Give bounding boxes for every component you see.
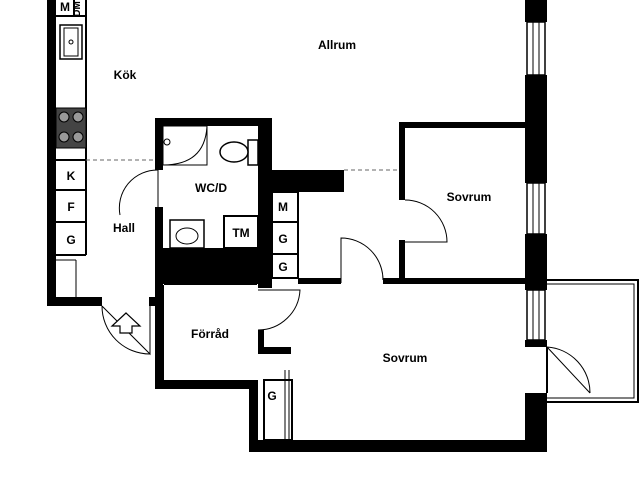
room-label-kok: Kök bbox=[114, 68, 137, 82]
cabinet-label-k: K bbox=[67, 169, 76, 183]
room-label-allrum: Allrum bbox=[318, 38, 356, 52]
windows bbox=[526, 21, 546, 341]
cabinet-label-corridor-m: M bbox=[278, 200, 288, 214]
cabinet-label-tm: TM bbox=[232, 226, 249, 240]
kitchen-counter bbox=[55, 0, 87, 297]
room-label-sovrum-1: Sovrum bbox=[447, 190, 492, 204]
cabinet-label-corridor-g1: G bbox=[278, 232, 287, 246]
room-label-wc: WC/D bbox=[195, 181, 227, 195]
room-label-hall: Hall bbox=[113, 221, 135, 235]
entrance-arrow-icon bbox=[110, 312, 142, 334]
cabinet-label-top-dm: DM bbox=[72, 1, 83, 17]
cabinet-label-f: F bbox=[67, 200, 74, 214]
cabinet-label-g: G bbox=[66, 233, 75, 247]
balcony bbox=[546, 279, 639, 403]
walls bbox=[47, 0, 547, 452]
wc-fixtures bbox=[162, 125, 259, 249]
cabinet-label-bedroom-g: G bbox=[267, 389, 276, 403]
cabinet-label-corridor-g2: G bbox=[278, 260, 287, 274]
room-label-sovrum-2: Sovrum bbox=[383, 351, 428, 365]
cabinet-label-top-m: M bbox=[60, 0, 70, 14]
room-label-forrad: Förråd bbox=[191, 327, 229, 341]
corridor-wardrobes bbox=[263, 191, 299, 441]
